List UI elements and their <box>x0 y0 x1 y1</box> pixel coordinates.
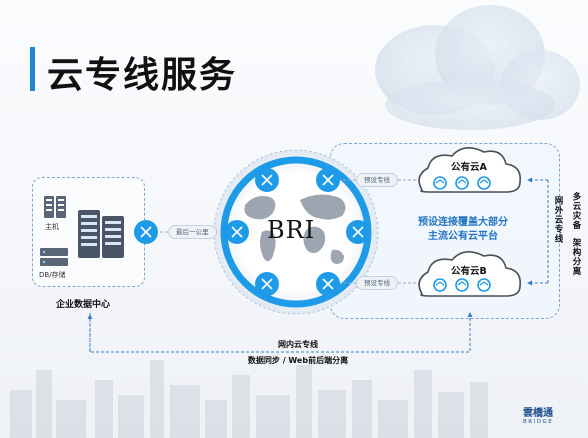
logo-text-en: BRIDGE <box>523 419 554 425</box>
title-accent-bar <box>30 47 35 91</box>
side-note-line2: 架构分离 <box>571 238 581 276</box>
router-node-top-right <box>316 168 340 192</box>
background-cloud <box>375 5 580 130</box>
preset-line-label-top: 预设专线 <box>356 173 398 187</box>
router-node-left <box>225 220 249 244</box>
cloud-a-shape <box>418 147 522 193</box>
router-node-bottom-left <box>255 272 279 296</box>
page-title: 云专线服务 <box>47 55 238 96</box>
enterprise-caption: 企业数据中心 <box>56 300 111 310</box>
router-nodes <box>134 168 370 296</box>
storage-icon <box>40 248 68 266</box>
bridge-logo: 雲橋通 BRIDGE <box>523 404 553 425</box>
inter-cloud-label: 网外云专线 <box>553 196 563 244</box>
storage-label: DB/存储 <box>39 271 66 279</box>
core-network-label: BRI <box>267 216 316 244</box>
core-network-ring <box>213 149 379 315</box>
host-server-icon <box>44 196 66 218</box>
datacenter-rack-icon <box>78 210 124 258</box>
router-node-bottom-right <box>316 272 340 296</box>
cloud-b-name: 公有云B <box>451 266 487 277</box>
router-node-top-left <box>255 168 279 192</box>
cloud-a-name: 公有云A <box>451 162 487 173</box>
coverage-text-line2: 主流公有云平台 <box>428 231 498 242</box>
host-label: 主机 <box>45 223 59 231</box>
sync-icons-b <box>433 278 491 292</box>
side-note-line1: 多云灾备 <box>571 192 581 230</box>
cloud-b-shape <box>418 251 522 297</box>
coverage-text-line1: 预设连接覆盖大部分 <box>418 217 508 228</box>
sync-icons-a <box>433 176 491 190</box>
bottom-label-line1: 网内云专线 <box>278 340 318 349</box>
city-skyline <box>10 360 488 438</box>
bottom-label-line2: 数据同步 / Web前后端分离 <box>247 356 349 365</box>
preset-line-label-bottom: 预设专线 <box>356 276 398 290</box>
router-node-right <box>346 220 370 244</box>
router-node-enterprise-edge <box>134 220 158 244</box>
last-mile-label: 最后一公里 <box>168 225 217 239</box>
logo-text-cn: 雲橋通 <box>523 408 553 419</box>
